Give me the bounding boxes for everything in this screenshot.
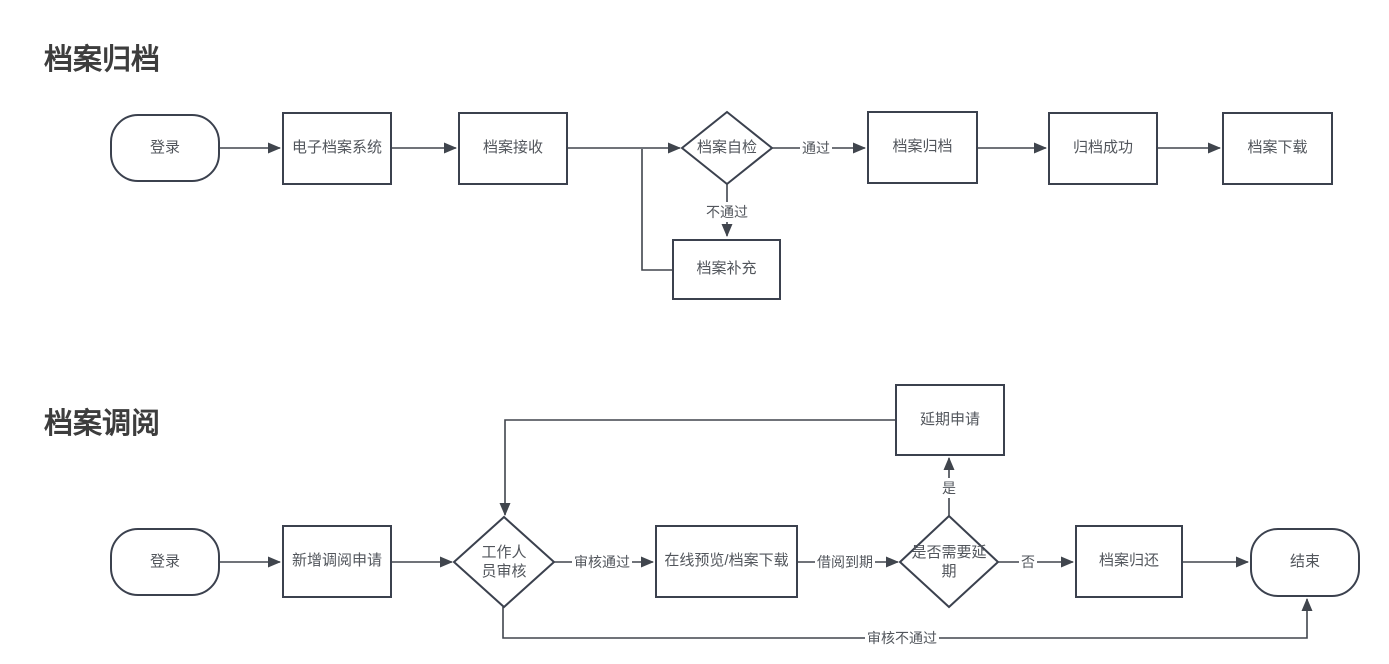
edge-label-review-fail: 审核不通过: [865, 628, 939, 648]
edge-label-loan-due: 借阅到期: [815, 552, 875, 572]
node-archive-download: 档案下载: [1222, 112, 1333, 185]
decision-need-extension-label: 是否需要延期: [911, 543, 987, 581]
edge-label-pass: 通过: [800, 138, 832, 158]
diagram1-title: 档案归档: [44, 44, 161, 76]
node-extension-request: 延期申请: [895, 384, 1005, 456]
node-end: 结束: [1250, 528, 1360, 597]
node-archive-filing: 档案归档: [867, 111, 978, 184]
diagram2-title: 档案调阅: [44, 408, 161, 440]
edge-label-yes: 是: [940, 478, 958, 498]
edge-label-no: 否: [1019, 552, 1037, 572]
node-login-2: 登录: [110, 528, 220, 596]
node-online-preview-download: 在线预览/档案下载: [655, 525, 798, 598]
node-electronic-archive-system: 电子档案系统: [282, 112, 392, 185]
node-archive-return: 档案归还: [1075, 525, 1183, 598]
node-archive-receive: 档案接收: [458, 112, 568, 185]
node-filing-success: 归档成功: [1048, 112, 1158, 185]
node-archive-supplement: 档案补充: [672, 239, 781, 300]
node-login: 登录: [110, 114, 220, 182]
edge-supplement-loopback: [641, 149, 672, 271]
node-new-retrieval-request: 新增调阅申请: [282, 525, 392, 598]
edge-extension-request-loopback: [499, 419, 895, 516]
edge-label-fail: 不通过: [704, 202, 750, 222]
edge-label-review-pass: 审核通过: [572, 552, 632, 572]
decision-self-check-label: 档案自检: [696, 139, 757, 157]
decision-staff-review-label: 工作人员审核: [481, 543, 527, 581]
